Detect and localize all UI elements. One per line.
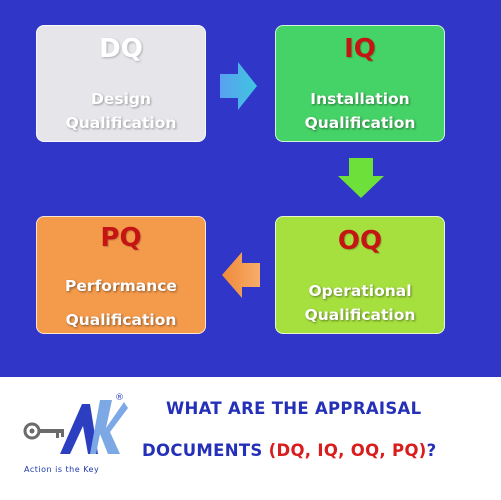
heading-line2: DOCUMENTS (DQ, IQ, OQ, PQ)? xyxy=(142,441,436,460)
arrow-right-icon xyxy=(220,62,257,110)
oq-box: OQ Operational Qualification xyxy=(275,216,445,334)
dq-label-line1: Design xyxy=(90,90,152,108)
heading-line2-prefix: DOCUMENTS xyxy=(142,441,269,460)
heading-line1: WHAT ARE THE APPRAISAL xyxy=(166,399,422,418)
iq-code: IQ xyxy=(344,34,376,64)
heading-line2-highlight: (DQ, IQ, OQ, PQ) xyxy=(268,441,427,460)
oq-code: OQ xyxy=(337,226,383,256)
iq-box: IQ Installation Qualification xyxy=(275,25,445,142)
dq-label-line2: Qualification xyxy=(65,114,177,132)
footer-panel xyxy=(0,377,501,500)
pq-label-line1: Performance xyxy=(65,277,177,295)
iq-label-line2: Qualification xyxy=(304,114,416,132)
pq-label-line2: Qualification xyxy=(65,311,177,329)
logo-tagline: Action is the Key xyxy=(24,465,100,474)
oq-label-line2: Qualification xyxy=(304,306,416,324)
dq-box: DQ Design Qualification xyxy=(36,25,206,142)
dq-code: DQ xyxy=(99,34,143,64)
heading-line2-suffix: ? xyxy=(426,441,437,460)
arrow-down-icon xyxy=(338,158,384,198)
registered-mark: ® xyxy=(115,393,124,403)
ak-logo: ® xyxy=(23,393,128,454)
oq-label-line1: Operational xyxy=(308,282,412,300)
iq-label-line1: Installation xyxy=(310,90,410,108)
pq-code: PQ xyxy=(100,223,142,253)
arrow-left-icon xyxy=(222,252,260,298)
pq-box: PQ Performance Qualification xyxy=(36,216,206,334)
